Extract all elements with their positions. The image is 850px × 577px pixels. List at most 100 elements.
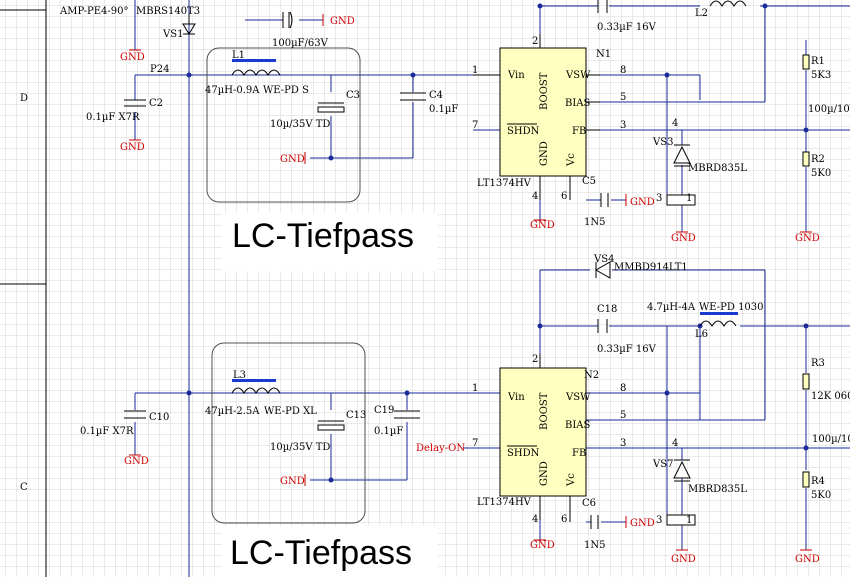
pinnum: 2	[532, 36, 538, 47]
resistor-r1[interactable]	[802, 54, 810, 70]
pinnum: 3	[620, 120, 626, 131]
annotation-box-lower	[211, 342, 366, 524]
pinnum: 4	[672, 118, 678, 129]
pinnum: 1	[472, 383, 478, 394]
label-c6-val: 1N5	[584, 540, 605, 551]
capacitor-c13[interactable]	[317, 420, 345, 431]
label-c6: C6	[582, 498, 596, 509]
diode-vs7[interactable]	[666, 459, 696, 526]
inductor-highlights	[232, 59, 738, 382]
label-r4-val: 5K0	[811, 490, 831, 501]
label-l6-part: WE-PD 1030	[699, 302, 764, 313]
pinnum: 4	[532, 191, 538, 202]
gnd-label: GND	[795, 233, 820, 244]
label-r4: R4	[811, 476, 825, 487]
gnd-label: GND	[330, 16, 355, 27]
gnd-symbols	[129, 14, 812, 551]
inductor-l2[interactable]	[709, 0, 747, 7]
capacitor-c2[interactable]	[124, 99, 146, 107]
label-l1-val: 47µH-0.9A	[205, 85, 260, 96]
resistor-r2[interactable]	[802, 151, 810, 167]
label-l1-part: WE-PD S	[263, 85, 309, 96]
pinnum: 1	[686, 193, 692, 204]
border-row-d: D	[20, 93, 28, 104]
label-vs7-part: MBRD835L	[688, 484, 747, 495]
pinnum: 2	[532, 354, 538, 365]
label-c13-val: 10µ/35V TD	[270, 442, 330, 453]
label-l6: L6	[695, 329, 708, 340]
sheet-border: D C	[0, 0, 47, 577]
pin-vin: Vin	[507, 392, 525, 403]
label-c10: C10	[149, 412, 169, 423]
label-r1: R1	[811, 56, 825, 67]
annotation-bg-upper	[222, 213, 438, 271]
label-vs1-part: MBRS140T3	[136, 6, 200, 17]
cap-100uf-top[interactable]	[282, 11, 293, 29]
pinnum: 7	[472, 438, 478, 449]
label-c-top: 100µF/63V	[272, 38, 329, 49]
pin-fb: FB	[572, 448, 586, 459]
label-n1-part: LT1374HV	[477, 178, 532, 189]
label-c18: C18	[597, 304, 617, 315]
label-vs3-part: MBRD835L	[688, 163, 747, 174]
pinnum: 5	[620, 92, 626, 103]
capacitor-c10[interactable]	[124, 410, 146, 419]
annotation-lc-tiefpass-upper: LC-Tiefpass	[232, 217, 414, 255]
gnd-label: GND	[530, 220, 555, 231]
pinnum: 7	[472, 120, 478, 131]
pin-vsw: VSW	[565, 392, 591, 403]
pin-fb: FB	[572, 126, 586, 137]
label-c18-val: 0.33µF 16V	[597, 344, 657, 355]
label-c19: C19	[374, 405, 394, 416]
gnd-label: GND	[795, 554, 820, 565]
capacitor-c18[interactable]	[597, 319, 608, 333]
label-r3-val: 12K 060	[811, 391, 850, 402]
gnd-label: GND	[280, 154, 305, 165]
pinnum: 1	[472, 65, 478, 76]
label-l3-part: WE-PD XL	[264, 406, 317, 417]
label-amp: AMP-PE4-90°	[59, 6, 129, 17]
label-c5-val: 1N5	[584, 217, 605, 228]
pin-vsw: VSW	[565, 70, 591, 81]
gnd-label: GND	[124, 456, 149, 467]
diode-vs1[interactable]	[182, 14, 196, 35]
capacitor-c4[interactable]	[400, 92, 426, 101]
label-r2-val: 5K0	[811, 168, 831, 179]
capacitor-c3[interactable]	[317, 102, 345, 113]
resistor-r4[interactable]	[802, 471, 810, 488]
label-c4: C4	[429, 90, 443, 101]
inductor-l6[interactable]	[699, 320, 737, 327]
wires	[134, 0, 850, 577]
capacitor-c19[interactable]	[394, 410, 420, 419]
label-c19-val: 0.1µF	[374, 426, 403, 437]
label-r1-val: 5K3	[811, 70, 831, 81]
ic-n2[interactable]	[499, 354, 587, 522]
label-vs4-part: MMBD914LT1	[614, 262, 688, 273]
label-cap-right: 100µ/10V	[808, 104, 850, 115]
label-l3: L3	[233, 370, 246, 381]
resistor-r3[interactable]	[802, 373, 810, 390]
label-vs1: VS1	[162, 29, 183, 40]
diode-vs3[interactable]	[666, 144, 696, 206]
gnd-label: GND	[530, 540, 555, 551]
pin-bias: BIAS	[565, 420, 591, 431]
inductor-l3[interactable]	[231, 387, 281, 394]
pinnum: 8	[620, 65, 626, 76]
label-l6-val: 4.7µH-4A	[647, 302, 696, 313]
diode-vs4[interactable]	[594, 261, 611, 279]
label-c2-val: 0.1µF X7R	[86, 112, 140, 123]
ic-n1[interactable]	[473, 34, 600, 200]
label-p24: P24	[150, 64, 169, 75]
annotation-bg-lower	[222, 526, 438, 577]
capacitor-c5[interactable]	[600, 193, 609, 207]
cap-033-top[interactable]	[597, 0, 608, 13]
pinnum: 8	[620, 383, 626, 394]
inductor-l1[interactable]	[231, 69, 281, 76]
pin-vin: Vin	[507, 70, 525, 81]
label-n2: N2	[584, 370, 599, 381]
capacitor-c6[interactable]	[590, 515, 599, 529]
annotation-box-upper	[206, 47, 361, 203]
